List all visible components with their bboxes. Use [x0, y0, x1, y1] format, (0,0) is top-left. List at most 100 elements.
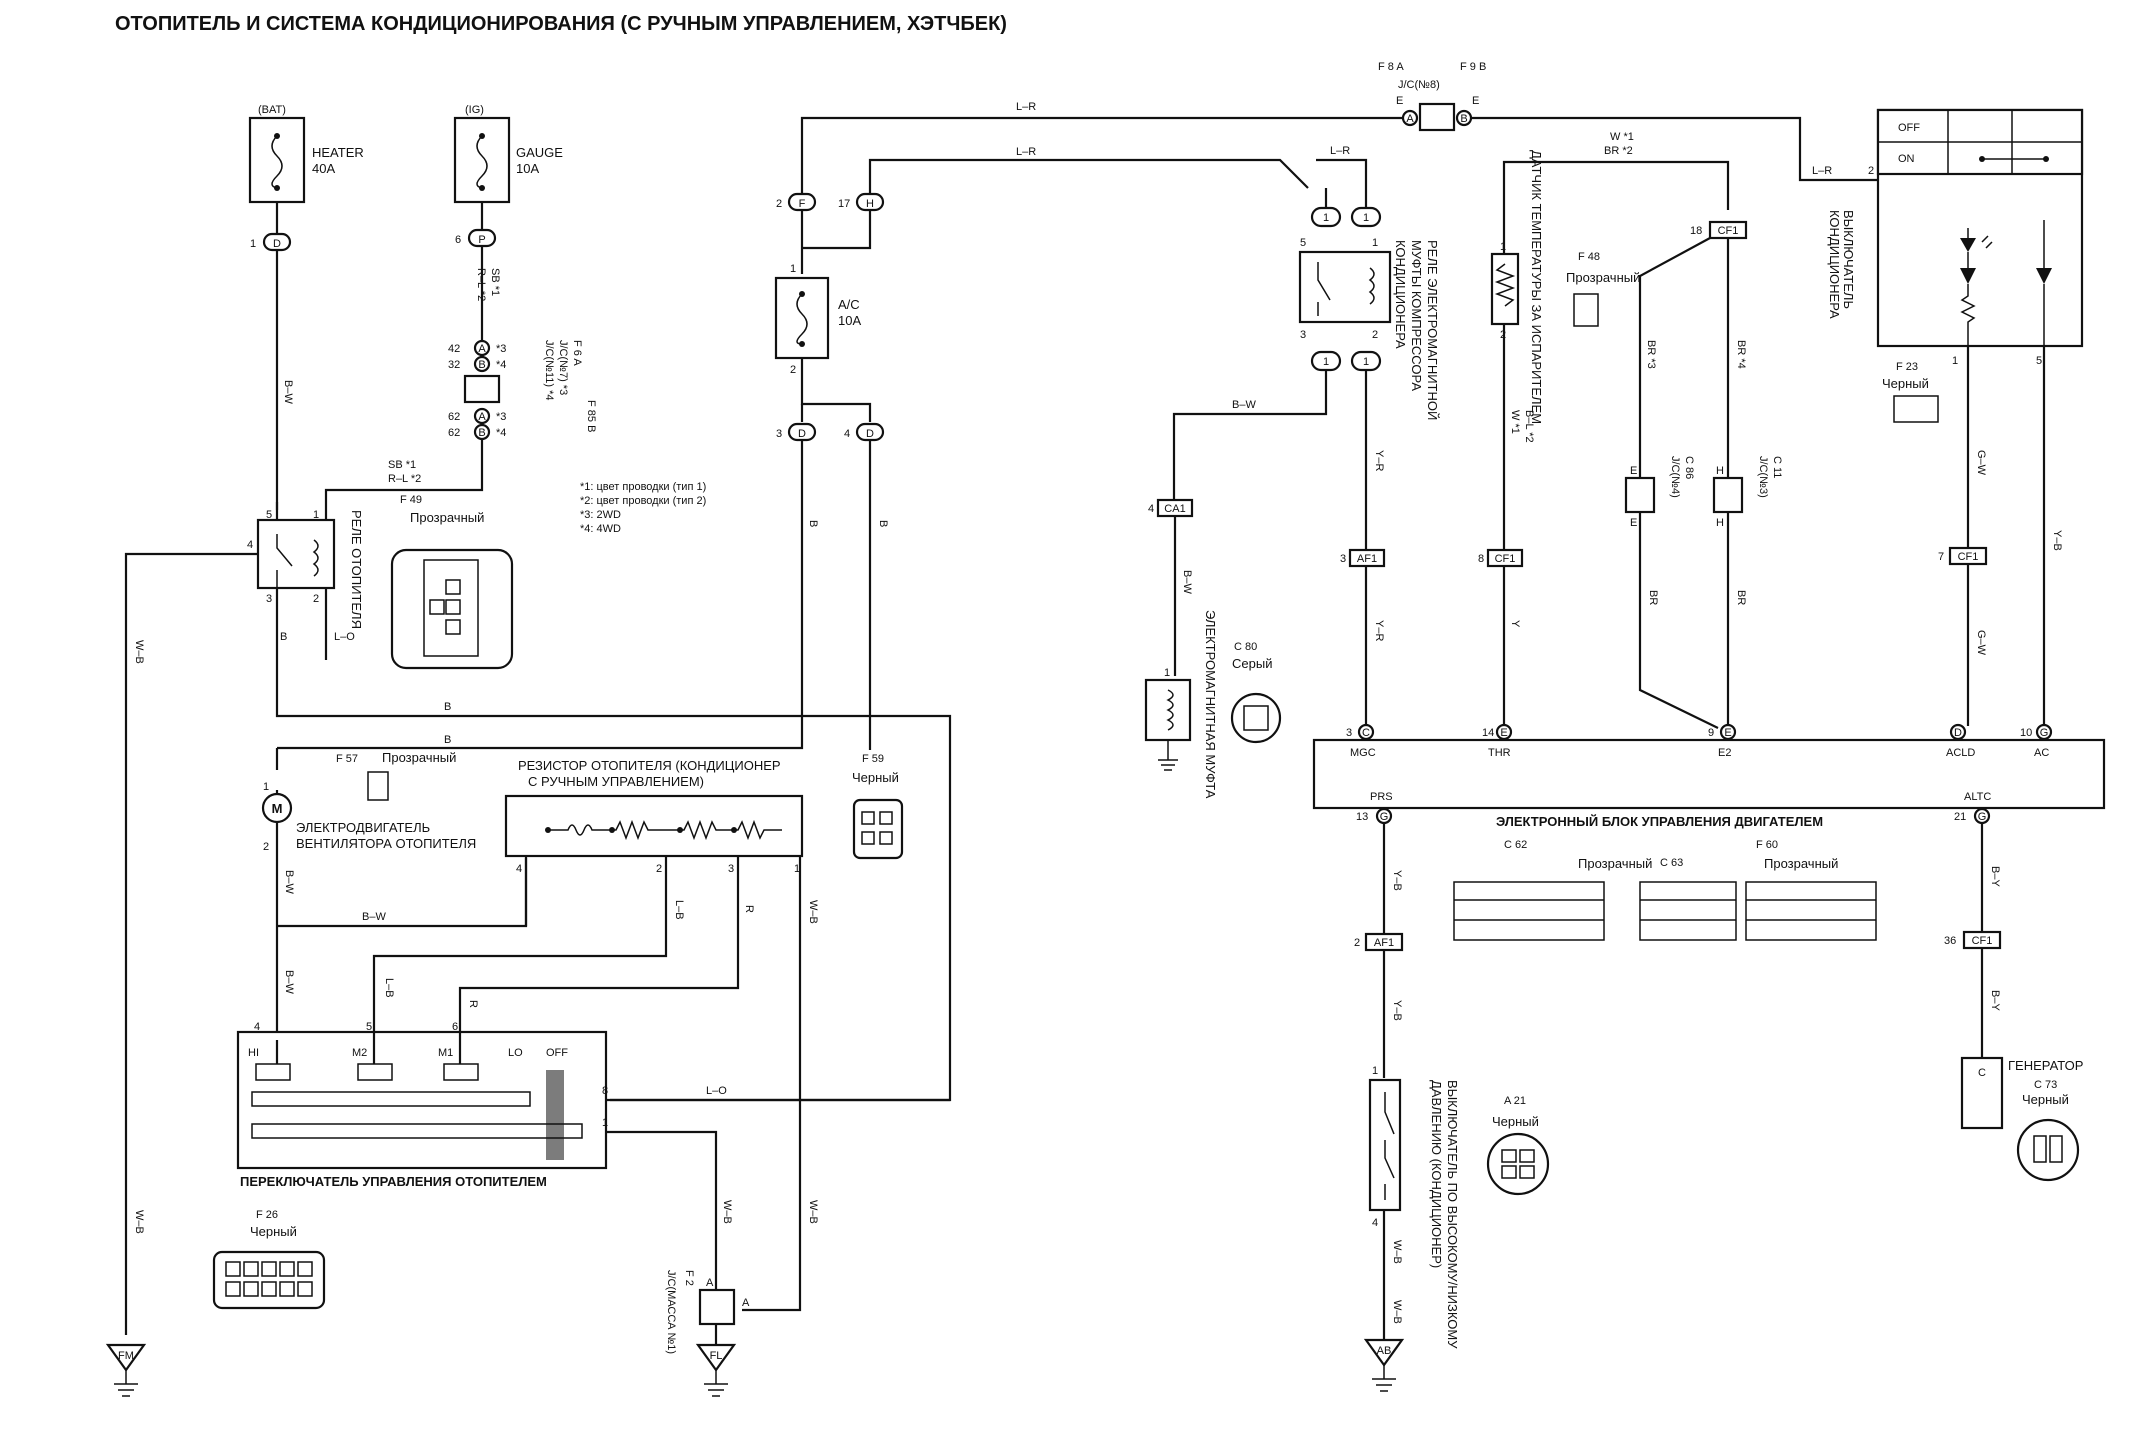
jc11-conn2: F 85 B — [585, 400, 597, 432]
jc11-label2: J/C(№11) *4 — [543, 340, 555, 401]
junction-connector-massa: AA J/C(МАССА №1) F 2 — [665, 1270, 750, 1354]
svg-text:*4: *4 — [496, 427, 506, 439]
note-1: *1: цвет проводки (тип 1) — [580, 481, 706, 493]
svg-text:1: 1 — [1952, 355, 1958, 367]
generator-color: Черный — [2022, 1092, 2069, 1107]
svg-text:32: 32 — [448, 359, 460, 371]
svg-text:W *1: W *1 — [1509, 410, 1521, 434]
svg-text:W–B: W–B — [1391, 1300, 1403, 1324]
ecu-color1: Прозрачный — [1578, 856, 1652, 871]
ac-switch-conn: F 23 — [1896, 361, 1918, 373]
heater-relay-color: Прозрачный — [410, 510, 484, 525]
svg-text:G–W: G–W — [1975, 450, 1987, 476]
blower-resistor: РЕЗИСТОР ОТОПИТЕЛЯ (КОНДИЦИОНЕР С РУЧНЫМ… — [504, 758, 804, 875]
svg-text:R: R — [467, 1000, 479, 1008]
svg-text:17: 17 — [838, 198, 850, 210]
jc11-conn: F 6 A — [571, 340, 583, 366]
blower-switch-pos-m1: M1 — [438, 1047, 453, 1059]
svg-text:B–W: B–W — [283, 870, 295, 894]
svg-text:3: 3 — [266, 593, 272, 605]
svg-text:BR *2: BR *2 — [1604, 145, 1633, 157]
ac-switch-name: ВЫКЛЮЧАТЕЛЬ — [1841, 210, 1856, 309]
jc8-label: J/C(№8) — [1398, 79, 1440, 91]
clutch-relay-name: РЕЛЕ ЭЛЕКТРОМАГНИТНОЙ — [1425, 240, 1440, 420]
ecu-conn2: C 63 — [1660, 857, 1683, 869]
svg-text:4: 4 — [516, 863, 522, 875]
svg-text:W–B: W–B — [721, 1200, 733, 1224]
ground-fl-label: FL — [710, 1350, 723, 1362]
svg-text:5: 5 — [266, 509, 272, 521]
clutch-color: Серый — [1232, 656, 1272, 671]
svg-text:L–R: L–R — [1330, 145, 1350, 157]
svg-text:B: B — [444, 734, 451, 746]
svg-text:L–R: L–R — [1016, 146, 1036, 158]
svg-text:3: 3 — [776, 428, 782, 440]
svg-text:BR *3: BR *3 — [1645, 340, 1657, 369]
jc8-conn2: F 9 B — [1460, 61, 1486, 73]
svg-text:B: B — [478, 359, 485, 371]
jc3-conn: C 11 — [1771, 456, 1783, 478]
jc11-label: J/C(№7) *3 — [557, 340, 569, 395]
svg-text:CA1: CA1 — [1164, 503, 1185, 515]
svg-text:1: 1 — [794, 863, 800, 875]
svg-text:*3: *3 — [496, 411, 506, 423]
svg-text:D: D — [1954, 727, 1962, 739]
svg-text:3: 3 — [1340, 553, 1346, 565]
svg-text:BR: BR — [1647, 590, 1659, 605]
svg-text:G: G — [1978, 811, 1987, 823]
ecu-pin-ac: AC — [2034, 747, 2049, 759]
svg-text:A: A — [478, 411, 486, 423]
svg-text:2: 2 — [1868, 165, 1874, 177]
svg-text:1: 1 — [263, 781, 269, 793]
junction-connector-4: EE J/C(№4) C 86 — [1624, 456, 1695, 529]
svg-text:*3: *3 — [496, 343, 506, 355]
ac-fuse-name: A/C — [838, 297, 860, 312]
svg-text:B–W: B–W — [283, 970, 295, 994]
blower-motor-name2: ВЕНТИЛЯТОРА ОТОПИТЕЛЯ — [296, 836, 476, 851]
ac-switch-off: OFF — [1898, 122, 1920, 134]
junction-connector-3: HH J/C(№3) C 11 — [1712, 456, 1783, 529]
svg-text:4: 4 — [1148, 503, 1154, 515]
svg-text:L–O: L–O — [334, 631, 355, 643]
svg-text:1: 1 — [1164, 667, 1170, 679]
ac-switch-name2: КОНДИЦИОНЕРА — [1827, 210, 1842, 319]
heater-relay-name: РЕЛЕ ОТОПИТЕЛЯ — [349, 510, 364, 629]
resistor-color: Черный — [852, 770, 899, 785]
svg-text:E: E — [1630, 517, 1637, 529]
svg-text:B: B — [280, 631, 287, 643]
svg-text:1: 1 — [1363, 212, 1369, 224]
svg-text:L–O: L–O — [706, 1085, 727, 1097]
ecu-pin-acld: ACLD — [1946, 747, 1975, 759]
ecu-pin-prs: PRS — [1370, 791, 1393, 803]
svg-text:B–L *2: B–L *2 — [1523, 410, 1535, 443]
svg-text:B: B — [478, 427, 485, 439]
pressure-switch-name2: ДАВЛЕНИЮ (КОНДИЦИОНЕР) — [1429, 1080, 1444, 1268]
svg-text:Y–R: Y–R — [1373, 450, 1385, 471]
blower-motor: 1 M 2 ЭЛЕКТРОДВИГАТЕЛЬ ВЕНТИЛЯТОРА ОТОПИ… — [261, 750, 476, 853]
evap-sensor-conn: F 48 — [1578, 251, 1600, 263]
svg-text:B–Y: B–Y — [1989, 866, 2001, 887]
jc3-label: J/C(№3) — [1757, 456, 1769, 498]
svg-text:H: H — [1716, 517, 1724, 529]
gauge-fuse-name: GAUGE — [516, 145, 563, 160]
svg-text:W–B: W–B — [1391, 1240, 1403, 1264]
svg-text:W–B: W–B — [807, 900, 819, 924]
svg-text:L–B: L–B — [383, 978, 395, 998]
jc4-conn: C 86 — [1683, 456, 1695, 479]
svg-text:F: F — [799, 198, 806, 210]
blower-motor-conn: F 57 — [336, 753, 358, 765]
svg-text:A: A — [478, 343, 486, 355]
heater-relay-conn: F 49 — [400, 494, 422, 506]
svg-text:R–L *2: R–L *2 — [388, 473, 421, 485]
ground-fl: FL — [695, 1343, 737, 1397]
svg-text:W–B: W–B — [133, 1210, 145, 1234]
engine-ecu: MGC THR E2 ACLD AC PRS ALTC ЭЛЕКТРОННЫЙ … — [1312, 738, 2106, 941]
svg-text:3: 3 — [728, 863, 734, 875]
svg-text:4: 4 — [247, 539, 253, 551]
ground-fm: FM — [105, 1343, 147, 1397]
evap-sensor-name: ДАТЧИК ТЕМПЕРАТУРЫ ЗА ИСПАРИТЕЛЕМ — [1529, 150, 1544, 424]
